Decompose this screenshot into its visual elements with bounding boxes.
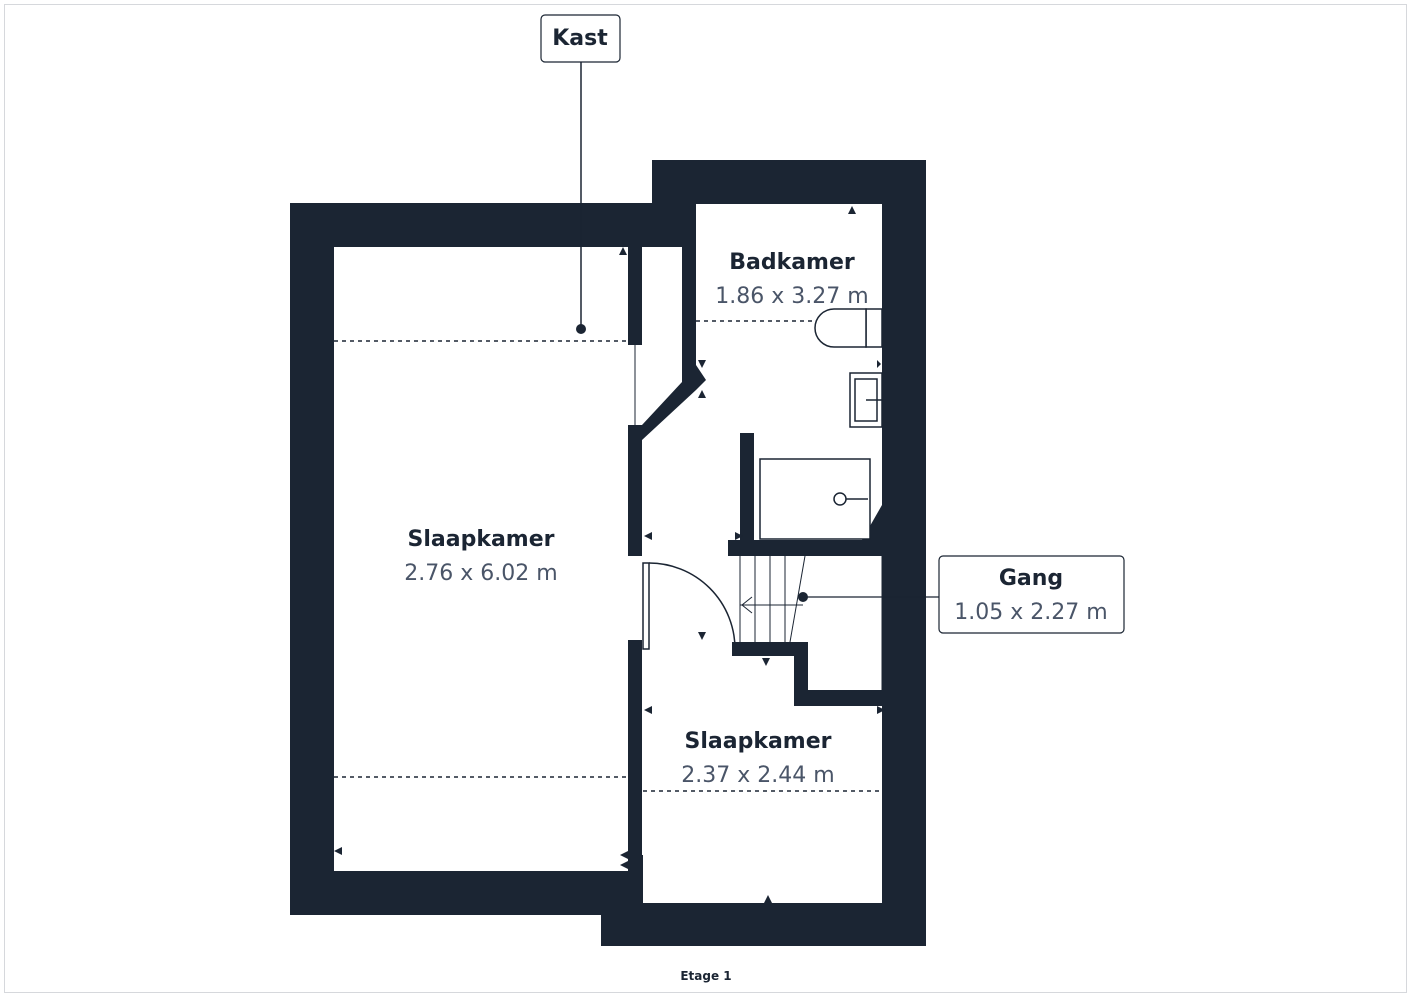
room-name-gang: Gang [999,566,1063,591]
gang-label-box [938,555,1125,634]
measure-ticks [334,206,885,903]
toilet-icon [814,308,883,348]
room-name-slaapkamer-large: Slaapkamer [408,527,555,552]
room-size-badkamer: 1.86 x 3.27 m [715,284,868,309]
sink-icon [849,372,883,428]
shower-icon [759,458,871,540]
page-frame [4,4,1407,993]
floor-label: Etage 1 [680,969,731,983]
kast-label-box [540,14,621,63]
outer-walls [290,160,926,946]
room-size-slaapkamer-small: 2.37 x 2.44 m [681,763,834,788]
room-name-kast: Kast [552,26,608,51]
room-size-gang: 1.05 x 2.27 m [954,600,1107,625]
room-name-badkamer: Badkamer [729,250,855,275]
room-name-slaapkamer-small: Slaapkamer [685,729,832,754]
gang-leader-dot [798,592,808,602]
door-swing [642,562,736,650]
room-size-slaapkamer-large: 2.76 x 6.02 m [404,561,557,586]
stairs-icon [739,555,883,690]
kast-leader-dot [576,324,586,334]
interior-walls [628,204,882,871]
